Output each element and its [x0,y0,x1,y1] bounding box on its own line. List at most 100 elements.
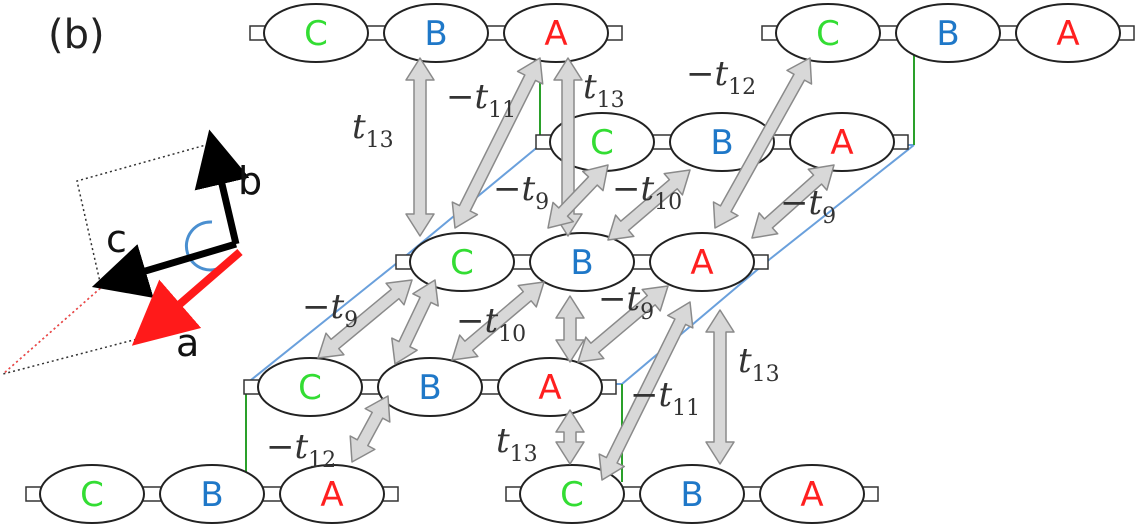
hopping-label-symbol: t [627,279,641,319]
hopping-arrow-10 [555,295,585,363]
axis-c-label: c [106,217,127,261]
projection-box [76,142,237,283]
molecule-label-A: A [690,243,713,283]
molecule-B [639,464,745,524]
hopping-label-symbol: t [809,183,823,223]
hopping-label-symbol: t [715,54,729,94]
hopping-label-subscript: 11 [672,396,700,421]
hopping-label-sign: − [456,301,485,341]
hopping-label-symbol: t [331,287,345,327]
molecule-label-B: B [936,14,959,54]
molecule-A [503,3,609,63]
hopping-label-symbol: t [475,77,489,117]
hopping-label-subscript: 13 [597,88,625,113]
molecule-label-C: C [450,243,474,283]
hopping-label-subscript: 11 [488,98,516,123]
hopping-arrow-2 [553,57,583,237]
molecule-C [263,3,369,63]
hopping-arrow-1 [451,57,544,229]
molecule-label-C: C [816,14,840,54]
projection-a-dotted [2,284,146,375]
molecule-A [759,464,865,524]
hopping-label-subscript: 10 [654,190,682,215]
hopping-arrow-12 [598,301,694,481]
hopping-arrow-8 [391,279,439,365]
hopping-label-t12-top-right: −t12 [686,54,756,100]
molecule-label-B: B [200,475,223,515]
hopping-arrow-3 [712,57,813,229]
hopping-label-symbol: t [522,169,536,209]
hopping-label-t10-upper: −t10 [612,169,682,215]
molecule-A [279,464,385,524]
hopping-label-subscript: 13 [752,362,780,387]
hopping-label-sign: − [493,169,522,209]
molecule-A [1015,3,1121,63]
hopping-arrow-9 [451,281,545,361]
hopping-label-t11-top: −t11 [446,77,516,123]
molecule-C [409,232,515,292]
hopping-label-t11-right: −t11 [630,375,700,421]
panel-label: (b) [48,12,105,58]
hopping-label-sign: − [446,77,475,117]
hopping-label-symbol: t [352,107,366,147]
molecule-label-C: C [304,14,328,54]
angle-arc [184,220,226,272]
hopping-label-symbol: t [496,421,510,461]
hopping-label-sign: − [630,375,659,415]
molecule-B [895,3,1001,63]
hopping-label-t10-lower: −t10 [456,301,526,347]
molecule-B [383,3,489,63]
molecule-label-C: C [80,475,104,515]
hopping-label-sign: − [780,183,809,223]
hopping-arrow-14 [349,395,391,463]
hopping-label-sign: − [302,287,331,327]
hopping-label-t9-lower-mid: −t9 [598,279,654,325]
hopping-label-subscript: 13 [510,442,538,467]
molecule-C [257,357,363,417]
molecule-label-C: C [590,123,614,163]
hopping-label-t9-upper-right: −t9 [780,183,836,229]
molecule-B [159,464,265,524]
molecule-A [789,112,895,172]
molecule-label-B: B [570,243,593,283]
molecule-label-B: B [424,14,447,54]
hopping-label-symbol: t [641,169,655,209]
hopping-label-t13-bottom: t13 [496,421,538,467]
hopping-label-t13-top-mid: t13 [583,67,625,113]
hopping-label-symbol: t [659,375,673,415]
molecule-A [497,357,603,417]
hopping-label-symbol: t [295,427,309,467]
hopping-arrow-5 [607,169,691,241]
axis-b-label: b [238,159,262,203]
hopping-label-subscript: 12 [308,448,336,473]
hopping-label-t9-lower-left: −t9 [302,287,358,333]
axes-inset: b c a [2,129,262,375]
molecule-label-A: A [544,14,567,54]
axis-c-arrow [91,240,238,298]
hopping-label-t9-upper: −t9 [493,169,549,215]
molecule-label-B: B [680,475,703,515]
molecule-C [39,464,145,524]
axis-a-label: a [176,321,199,365]
molecule-label-A: A [1056,14,1079,54]
hopping-label-subscript: 9 [344,308,358,333]
hopping-label-subscript: 9 [640,300,654,325]
hopping-labels: t13−t11t13−t12−t9−t10−t9−t9−t10−t9t13−t1… [266,54,836,473]
molecule-B [529,232,635,292]
molecule-C [519,464,625,524]
hopping-label-sign: − [598,279,627,319]
hopping-arrow-0 [405,57,435,237]
hopping-arrow-4 [547,164,609,229]
hopping-label-sign: − [266,427,295,467]
hopping-arrow-7 [317,279,413,359]
hopping-label-symbol: t [583,67,597,107]
hopping-arrow-13 [705,309,735,465]
molecule-label-A: A [320,475,343,515]
axis-b-arrow [194,129,250,245]
